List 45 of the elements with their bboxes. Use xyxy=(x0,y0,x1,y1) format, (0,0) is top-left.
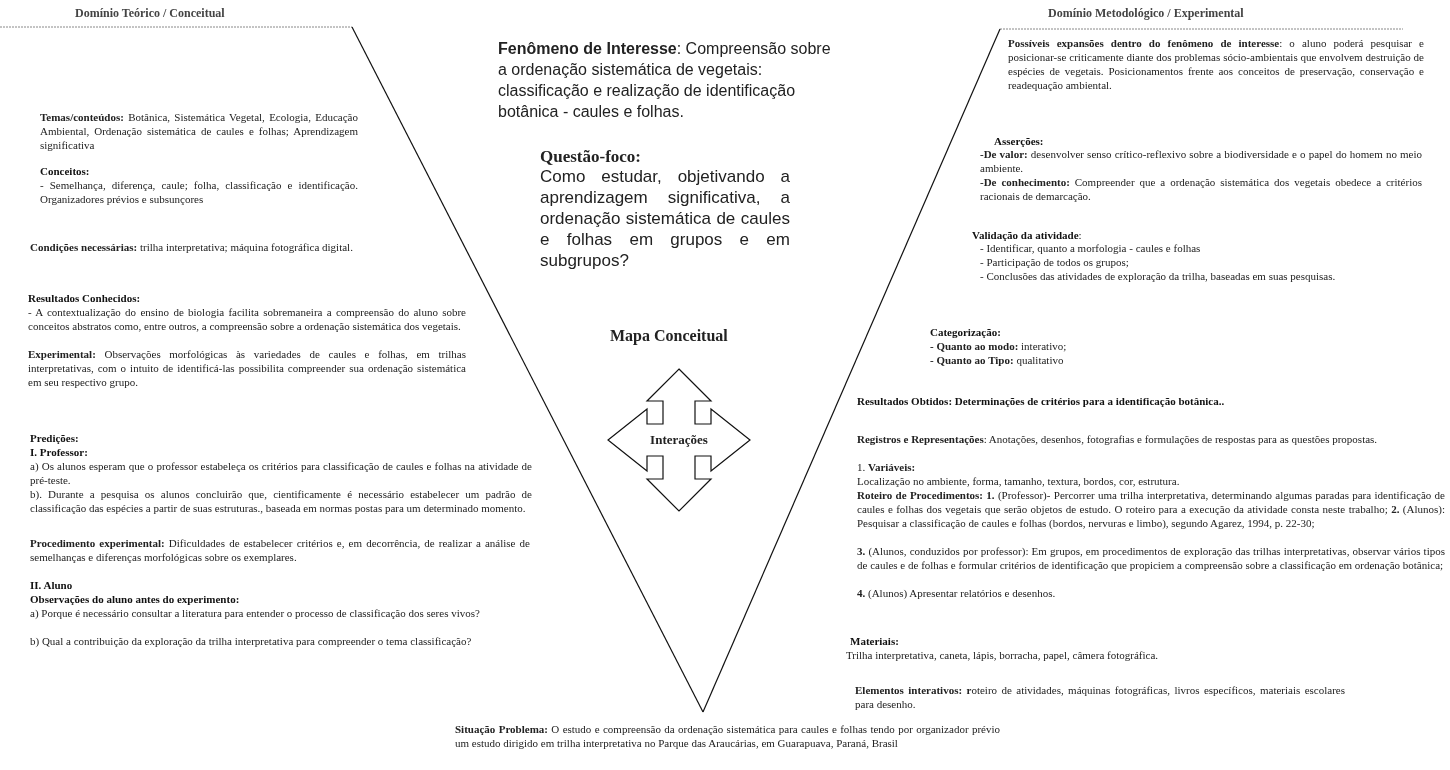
paragraph: Registros e Representações: Anotações, desenhos, fotografias e formulações de respostas para as questões propostas. xyxy=(857,432,1379,446)
paragraph: Elementos interativos: roteiro de atividades, máquinas fotográficas, livros específicos, materiais escolares para desenho. xyxy=(855,683,1345,711)
paragraph: Roteiro de Procedimentos: 1. (Professor)- Percorrer uma trilha interpretativa, determinando algumas paradas para identificação de caules e folhas dos vegetais que serão objetos de estudo. O roteiro para a execução da atividade consta neste trabalho; 2. (Alunos): Pesquisar a classificação de caules e folhas (bordos, nervuras e limbo), segundo Agarez, 1994, p. 22-30; xyxy=(857,488,1445,530)
paragraph: b) Qual a contribuição da exploração da trilha interpretativa para compreender o tema classificação? xyxy=(30,634,473,648)
paragraph: - A contextualização do ensino de biologia facilita sobremaneira a compreensão do aluno sobre conceitos abstratos como, entre outros, a compreensão sobre a ordenação sistemática dos vegetais. xyxy=(28,305,466,333)
section-heading: Categorização: xyxy=(930,325,1002,339)
paragraph: Experimental: Observações morfológicas às variedades de caules e folhas, em trilhas interpretativas, com o intuito de identificá-las possibilita compreender sua ordenação sistemática em seu respectivo grupo. xyxy=(28,347,466,389)
section-heading: I. Professor: xyxy=(30,445,89,459)
paragraph: a) Porque é necessário consultar a literatura para entender o processo de classificação dos seres vivos? xyxy=(30,606,481,620)
section-heading: Observações do aluno antes do experimento: xyxy=(30,592,241,606)
phenomenon-text: Fenômeno de Interesse: Compreensão sobre a ordenação sistemática de vegetais: classificação e realização de identificação botânica - caules e folhas. xyxy=(498,39,832,122)
column-heading: Domínio Metodológico / Experimental xyxy=(1048,6,1245,21)
section-heading: 1. Variáveis: xyxy=(857,460,917,474)
paragraph: b). Durante a pesquisa os alunos concluirão que, cientificamente é necessário estabelecer um padrão de classificação das espécies a partir de suas estruturas., baseada em normas postas para um determinado momento. xyxy=(30,487,532,515)
column-heading: Domínio Teórico / Conceitual xyxy=(75,6,226,21)
section-heading: Questão-foco: xyxy=(540,146,643,167)
paragraph: 4. (Alunos) Apresentar relatórios e desenhos. xyxy=(857,586,1057,600)
section-heading: Conceitos: xyxy=(40,164,91,178)
paragraph: Trilha interpretativa, caneta, lápis, borracha, papel, câmera fotográfica. xyxy=(846,648,1160,662)
focus-question: Como estudar, objetivando a aprendizagem significativa, a ordenação sistemática de caules e folhas em grupos e em subgrupos? xyxy=(540,166,790,271)
section-heading: Resultados Conhecidos: xyxy=(28,291,142,305)
paragraph: a) Os alunos esperam que o professor estabeleça os critérios para classificação de caules e folhas na atividade de pré-teste. xyxy=(30,459,532,487)
paragraph: - Identificar, quanto a morfologia - caules e folhas xyxy=(980,241,1202,255)
paragraph: - Semelhança, diferença, caule; folha, classificação e identificação. Organizadores prévios e subsunçores xyxy=(40,178,358,206)
paragraph: - Conclusões das atividades de exploração da trilha, baseadas em suas pesquisas. xyxy=(980,269,1337,283)
paragraph: - Participação de todos os grupos; xyxy=(980,255,1130,269)
section-heading: Mapa Conceitual xyxy=(610,326,729,346)
paragraph: - Quanto ao modo: interativo; xyxy=(930,339,1068,353)
section-heading: Predições: xyxy=(30,431,80,445)
section-heading: Asserções: xyxy=(994,134,1045,148)
paragraph: Condições necessárias: trilha interpretativa; máquina fotográfica digital. xyxy=(30,240,354,254)
paragraph: Situação Problema: O estudo e compreensão da ordenação sistemática para caules e folhas tendo por organizador prévio um estudo dirigido em trilha interpretativa no Parque das Araucárias, em Guarapuava, Paraná, Brasil xyxy=(455,722,1000,750)
four-way-arrow xyxy=(607,368,751,512)
paragraph: Temas/conteúdos: Botânica, Sistemática Vegetal, Ecologia, Educação Ambiental, Ordenação sistemática de caules e folhas; Aprendizagem significativa xyxy=(40,110,358,152)
paragraph: -De valor: desenvolver senso crítico-reflexivo sobre a biodiversidade e o papel do homem no meio ambiente. xyxy=(980,147,1422,175)
paragraph: 3. (Alunos, conduzidos por professor): Em grupos, em procedimentos de exploração das trilhas interpretativas, observar vários tipos de caules e de folhas e formular critérios de identificação que propiciem a compreensão sobre a classificação em ordenação botânica; xyxy=(857,544,1445,572)
section-heading: II. Aluno xyxy=(30,578,74,592)
paragraph: - Quanto ao Tipo: qualitativo xyxy=(930,353,1065,367)
section-heading: Resultados Obtidos: Determinações de critérios para a identificação botânica.. xyxy=(857,394,1226,408)
paragraph: Procedimento experimental: Dificuldades de estabelecer critérios e, em decorrência, de realizar a análise de semelhanças e diferenças morfológicas sobre os exemplares. xyxy=(30,536,530,564)
paragraph: Localização no ambiente, forma, tamanho, textura, bordos, cor, estrutura. xyxy=(857,474,1181,488)
paragraph: -De conhecimento: Compreender que a ordenação sistemática dos vegetais obedece a critérios racionais de demarcação. xyxy=(980,175,1422,203)
paragraph: Possíveis expansões dentro do fenômeno de interesse: o aluno poderá pesquisar e posicionar-se criticamente diante dos problemas sócio-ambientais que envolvem destruição de espécies de vegetais. Posicionamentos frente aos conceitos de preservação, conservação e readequação ambiental. xyxy=(1008,36,1424,92)
section-heading: Materiais: xyxy=(850,634,900,648)
section-heading: Validação da atividade: xyxy=(972,228,1083,242)
